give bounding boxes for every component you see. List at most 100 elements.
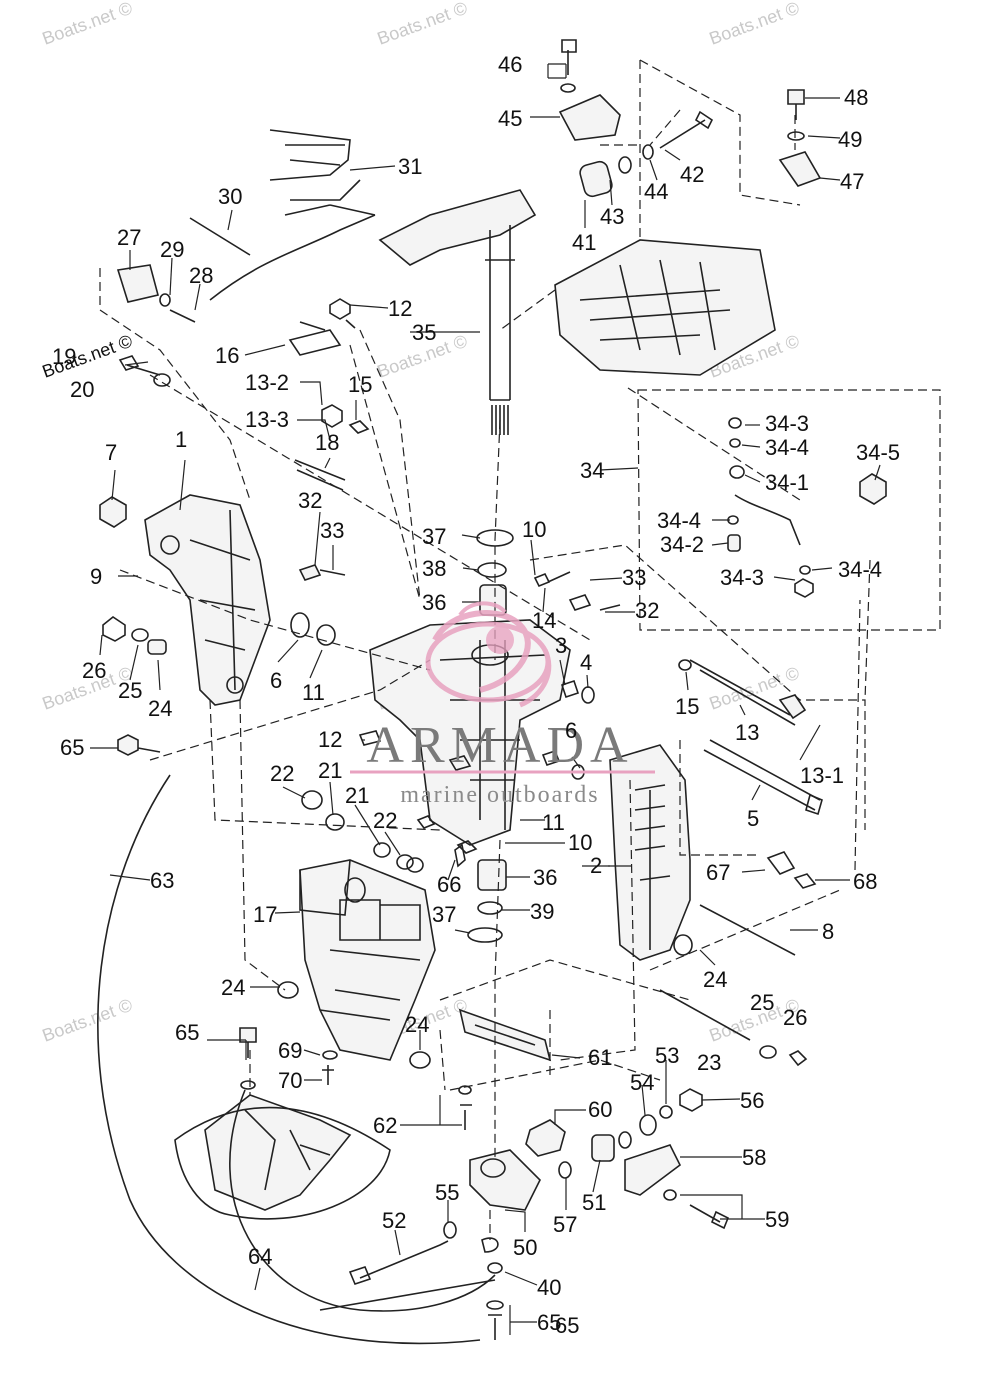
callout-label: 30 <box>218 184 242 209</box>
callout-label: 15 <box>348 372 372 397</box>
callout-label: 63 <box>150 868 174 893</box>
watermark: Boats.net © <box>40 0 135 49</box>
watermark: Boats.net © <box>375 0 470 49</box>
callout-label: 13-3 <box>245 407 289 432</box>
callout-label: 22 <box>373 808 397 833</box>
callout-label: 65 <box>175 1020 199 1045</box>
callout-label: 60 <box>588 1097 612 1122</box>
callout-label: 53 <box>655 1043 679 1068</box>
callout-label: 48 <box>844 85 868 110</box>
link-rod-34 <box>734 494 801 546</box>
callout-label: 13-1 <box>800 763 844 788</box>
callout-label: 68 <box>853 869 877 894</box>
lower-plate <box>204 1094 352 1211</box>
callout-label: 47 <box>840 169 864 194</box>
callout-label: 37 <box>422 524 446 549</box>
part-drawings <box>97 39 887 1345</box>
callout-label: 34-4 <box>657 508 701 533</box>
callout-label: 24 <box>703 967 727 992</box>
callout-label: 22 <box>270 761 294 786</box>
callout-label: 41 <box>572 230 596 255</box>
callout-label: 27 <box>117 225 141 250</box>
ground-cable-64 <box>229 1089 496 1312</box>
callout-label: 12 <box>318 727 342 752</box>
callout-label: 50 <box>513 1235 537 1260</box>
callout-label: 34-3 <box>765 411 809 436</box>
callout-label: 69 <box>278 1038 302 1063</box>
callout-label: 3 <box>555 633 567 658</box>
callout-label: 17 <box>253 902 277 927</box>
tilt-tube-5 <box>703 739 821 811</box>
leader-lines <box>90 63 881 1335</box>
callout-label: 24 <box>221 975 245 1000</box>
callout-label: 14 <box>532 608 556 633</box>
callout-label: 33 <box>320 518 344 543</box>
callout-label: 6 <box>270 668 282 693</box>
callout-label: 58 <box>742 1145 766 1170</box>
callout-labels: 1 2 3 4 5 6 6 7 8 9 10 10 11 11 12 12 13… <box>52 52 900 1338</box>
shaft-8 <box>699 904 796 956</box>
callout-label: 26 <box>783 1005 807 1030</box>
callout-label: 18 <box>315 430 339 455</box>
callout-label: 16 <box>215 343 239 368</box>
callout-label: 66 <box>437 872 461 897</box>
callout-label: 34-4 <box>765 435 809 460</box>
callout-label: 34-5 <box>856 440 900 465</box>
callout-label: 52 <box>382 1208 406 1233</box>
callout-label: 64 <box>248 1244 272 1269</box>
callout-label: 25 <box>750 990 774 1015</box>
callout-label: 62 <box>373 1113 397 1138</box>
callout-label: 46 <box>498 52 522 77</box>
callout-label: 39 <box>530 899 554 924</box>
callout-label: 10 <box>522 517 546 542</box>
callout-label: 32 <box>635 598 659 623</box>
callout-label: 36 <box>422 590 446 615</box>
callout-label: 34-3 <box>720 565 764 590</box>
callout-label: 28 <box>189 263 213 288</box>
callout-label: 70 <box>278 1068 302 1093</box>
callout-label: 23 <box>697 1050 721 1075</box>
callout-label: 8 <box>822 919 834 944</box>
callout-label: 2 <box>590 853 602 878</box>
callout-label: 65 <box>60 735 84 760</box>
callout-label: 57 <box>553 1212 577 1237</box>
callout-label: 21 <box>345 783 369 808</box>
callout-label: 11 <box>302 680 325 705</box>
callout-label: 56 <box>740 1088 764 1113</box>
callout-label: 20 <box>70 377 94 402</box>
callout-label: 34-1 <box>765 470 809 495</box>
callout-label: 4 <box>580 650 592 675</box>
callout-label: 5 <box>747 806 759 831</box>
swivel-case <box>369 619 571 846</box>
callout-label: 12 <box>388 296 412 321</box>
callout-label: 21 <box>318 758 342 783</box>
callout-label: 34 <box>580 458 604 483</box>
callout-label: 25 <box>118 678 142 703</box>
callout-label: 55 <box>435 1180 459 1205</box>
tilt-rod-13 <box>689 659 791 716</box>
callout-label: 36 <box>533 865 557 890</box>
callout-label: 26 <box>82 658 106 683</box>
callout-label: 6 <box>565 718 577 743</box>
callout-label: 11 <box>542 810 565 835</box>
watermark: Boats.net © <box>707 0 802 49</box>
callout-label: 15 <box>675 694 699 719</box>
swivel-bracket-left <box>144 494 271 706</box>
callout-label: 24 <box>148 696 172 721</box>
callout-label: 65 <box>537 1310 561 1335</box>
callout-label: 13 <box>735 720 759 745</box>
callout-label: 34-4 <box>838 557 882 582</box>
callout-label: 67 <box>706 860 730 885</box>
callout-label: 13-2 <box>245 370 289 395</box>
callout-label: 61 <box>588 1045 612 1070</box>
assembly-lines <box>99 59 941 1240</box>
callout-label: 51 <box>582 1190 606 1215</box>
steering-link <box>469 1149 541 1211</box>
power-tilt-unit <box>299 859 436 1061</box>
callout-label: 44 <box>644 179 668 204</box>
callout-label: 38 <box>422 556 446 581</box>
callout-label: 32 <box>298 488 322 513</box>
callout-label: 40 <box>537 1275 561 1300</box>
watermark: Boats.net © <box>40 995 135 1046</box>
